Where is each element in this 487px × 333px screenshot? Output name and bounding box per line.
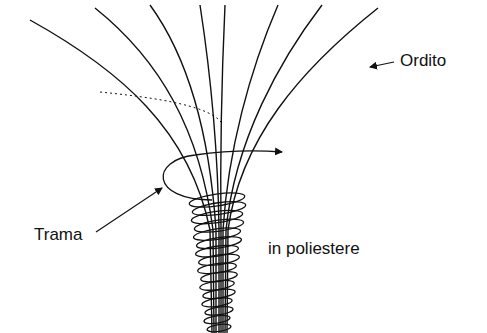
- weft-coil: [188, 190, 245, 210]
- leader-line: [96, 188, 162, 232]
- weft-label: Trama: [32, 226, 85, 245]
- warp-thread: [223, 5, 278, 333]
- weft-coil: [196, 234, 242, 251]
- warp-thread-fragment: [100, 92, 223, 125]
- leader-line: [370, 62, 394, 67]
- weft-spiral: [163, 151, 282, 333]
- weft-coil: [197, 261, 237, 276]
- weft-coil: [198, 252, 240, 267]
- warp-thread: [30, 20, 212, 333]
- warp-thread: [225, 5, 322, 333]
- warp-label: Ordito: [398, 52, 448, 71]
- weft-coil: [204, 314, 231, 325]
- warp-thread: [227, 8, 378, 333]
- weft-coil: [207, 323, 232, 333]
- weft-coil: [195, 243, 239, 259]
- weft-coil: [191, 208, 244, 226]
- leader-lines: [96, 62, 394, 232]
- weft-coil: [193, 226, 241, 243]
- warp-threads: [30, 5, 378, 333]
- warp-thread: [200, 5, 219, 333]
- material-label: in poliestere: [266, 240, 362, 259]
- weft-loop: [163, 151, 282, 200]
- warp-thread: [95, 8, 214, 333]
